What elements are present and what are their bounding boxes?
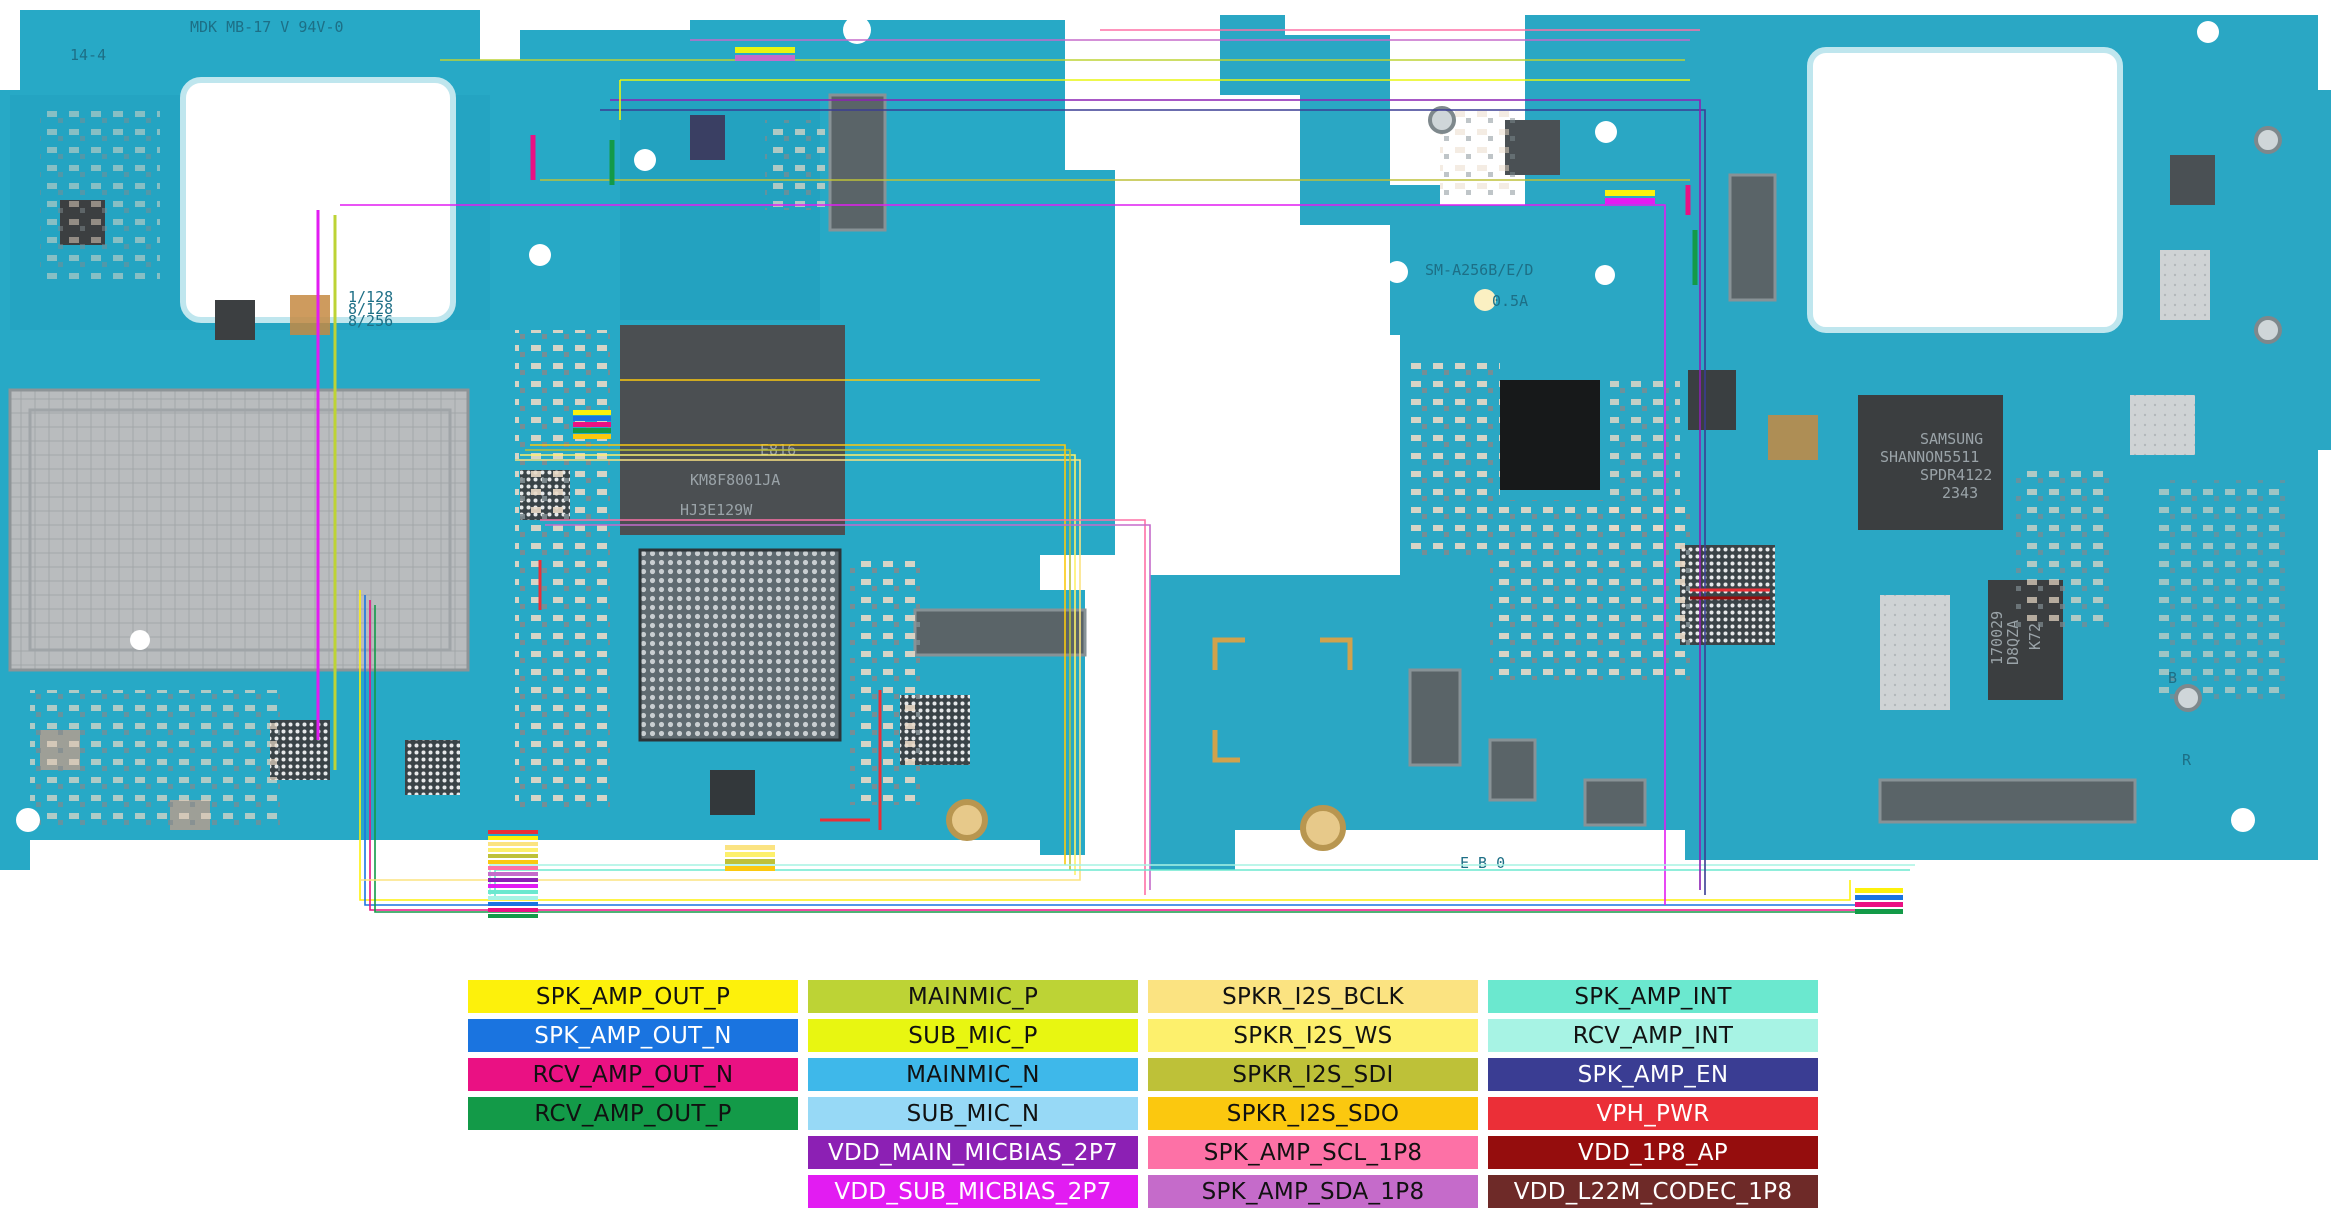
legend-label: RCV_AMP_INT xyxy=(1572,1022,1734,1049)
modem-chip xyxy=(1858,395,2003,530)
signal-traces xyxy=(316,29,1915,913)
legend-item-vdd-l22m-codec: VDD_L22M_CODEC_1P8 xyxy=(1488,1175,1818,1208)
legend-item-vdd-main-micbias: VDD_MAIN_MICBIAS_2P7 xyxy=(808,1136,1138,1169)
right-board-model: SM-A256B/E/D xyxy=(1425,261,1533,279)
legend-label: RCV_AMP_OUT_P xyxy=(534,1100,732,1127)
pmic-chip-label-3: 170029 xyxy=(1988,611,2006,665)
legend-item-sub-mic-p: SUB_MIC_P xyxy=(808,1019,1138,1052)
legend-label: RCV_AMP_OUT_N xyxy=(532,1061,734,1088)
legend-item-rcv-amp-out-p: RCV_AMP_OUT_P xyxy=(468,1097,798,1130)
memory-chip-label-2: KM8F8001JA xyxy=(690,471,780,489)
legend-label: SPK_AMP_SDA_1P8 xyxy=(1201,1178,1425,1205)
right-connector-top xyxy=(1728,173,1777,302)
legend-label: SUB_MIC_P xyxy=(908,1022,1038,1049)
modem-chip-label-4: 2343 xyxy=(1942,484,1978,502)
soc-bga xyxy=(638,548,842,742)
legend-label: SPKR_I2S_WS xyxy=(1233,1022,1393,1049)
legend-label: MAINMIC_N xyxy=(906,1061,1040,1088)
legend-label: VDD_MAIN_MICBIAS_2P7 xyxy=(828,1139,1118,1166)
legend-label: VPH_PWR xyxy=(1596,1100,1710,1127)
sim-variant-3: 8/256 xyxy=(348,312,393,330)
legend-item-spk-amp-out-n: SPK_AMP_OUT_N xyxy=(468,1019,798,1052)
legend-item-vph-pwr: VPH_PWR xyxy=(1488,1097,1818,1130)
legend-item-mainmic-n: MAINMIC_N xyxy=(808,1058,1138,1091)
legend-label: SPK_AMP_OUT_N xyxy=(534,1022,732,1049)
right-board: SAMSUNG SHANNON5511 SPDR4122 2343 K72 D8… xyxy=(1150,15,2331,872)
wifi-chip xyxy=(1500,380,1600,490)
legend-item-spk-amp-out-p: SPK_AMP_OUT_P xyxy=(468,980,798,1013)
legend-item-spkr-i2s-bclk: SPKR_I2S_BCLK xyxy=(1148,980,1478,1013)
sim-variant-1: 1/128 xyxy=(348,288,393,306)
memory-chip-label-3: HJ3E129W xyxy=(680,501,753,519)
legend-label: SPK_AMP_INT xyxy=(1574,983,1732,1010)
legend-item-mainmic-p: MAINMIC_P xyxy=(808,980,1138,1013)
legend-item-spk-amp-en: SPK_AMP_EN xyxy=(1488,1058,1818,1091)
left-board-version: 14-4 xyxy=(70,46,106,64)
legend-item-vdd-1p8-ap: VDD_1P8_AP xyxy=(1488,1136,1818,1169)
sim-variant-2: 8/128 xyxy=(348,300,393,318)
legend-label: SUB_MIC_N xyxy=(906,1100,1040,1127)
legend-label: SPKR_I2S_SDI xyxy=(1232,1061,1394,1088)
legend-item-vdd-sub-micbias: VDD_SUB_MICBIAS_2P7 xyxy=(808,1175,1138,1208)
memory-chip xyxy=(620,325,845,535)
right-board-revision: 0.5A xyxy=(1492,292,1528,310)
legend-label: SPKR_I2S_SDO xyxy=(1226,1100,1400,1127)
legend-item-spkr-i2s-sdo: SPKR_I2S_SDO xyxy=(1148,1097,1478,1130)
sim-tray xyxy=(8,388,470,672)
legend-item-spkr-i2s-ws: SPKR_I2S_WS xyxy=(1148,1019,1478,1052)
legend-item-spkr-i2s-sdi: SPKR_I2S_SDI xyxy=(1148,1058,1478,1091)
rf-bga xyxy=(1680,545,1775,645)
legend-item-spk-amp-scl: SPK_AMP_SCL_1P8 xyxy=(1148,1136,1478,1169)
pmic-chip-label-2: D8QZA xyxy=(2004,620,2022,665)
left-board: E816 KM8F8001JA HJ3E129W xyxy=(0,10,1124,870)
modem-chip-label-1: SAMSUNG xyxy=(1920,430,1983,448)
board-connector-top xyxy=(828,93,887,232)
legend-item-sub-mic-n: SUB_MIC_N xyxy=(808,1097,1138,1130)
legend-label: VDD_L22M_CODEC_1P8 xyxy=(1513,1178,1793,1205)
board-mark-r: R xyxy=(2182,751,2192,769)
legend-label: VDD_SUB_MICBIAS_2P7 xyxy=(834,1178,1112,1205)
modem-chip-label-3: SPDR4122 xyxy=(1920,466,1992,484)
right-board-code: E B 0 xyxy=(1460,854,1505,872)
legend-item-rcv-amp-out-n: RCV_AMP_OUT_N xyxy=(468,1058,798,1091)
right-connector-bottom xyxy=(1878,778,2137,824)
legend-item-spk-amp-int: SPK_AMP_INT xyxy=(1488,980,1818,1013)
board-connector-mid xyxy=(913,608,1087,657)
legend-label: SPK_AMP_OUT_P xyxy=(535,983,731,1010)
board-mark-b: B xyxy=(2168,669,2177,687)
label-stacks xyxy=(488,47,1903,918)
legend-item-spk-amp-sda: SPK_AMP_SDA_1P8 xyxy=(1148,1175,1478,1208)
legend-label: SPK_AMP_SCL_1P8 xyxy=(1203,1139,1423,1166)
modem-chip-label-2: SHANNON5511 xyxy=(1880,448,1979,466)
legend-label: MAINMIC_P xyxy=(907,983,1039,1010)
legend-item-rcv-amp-int: RCV_AMP_INT xyxy=(1488,1019,1818,1052)
legend-label: VDD_1P8_AP xyxy=(1578,1139,1728,1166)
legend-label: SPK_AMP_EN xyxy=(1577,1061,1729,1088)
left-board-silk: MDK MB-17 V 94V-0 xyxy=(190,18,344,36)
legend-label: SPKR_I2S_BCLK xyxy=(1222,983,1404,1010)
